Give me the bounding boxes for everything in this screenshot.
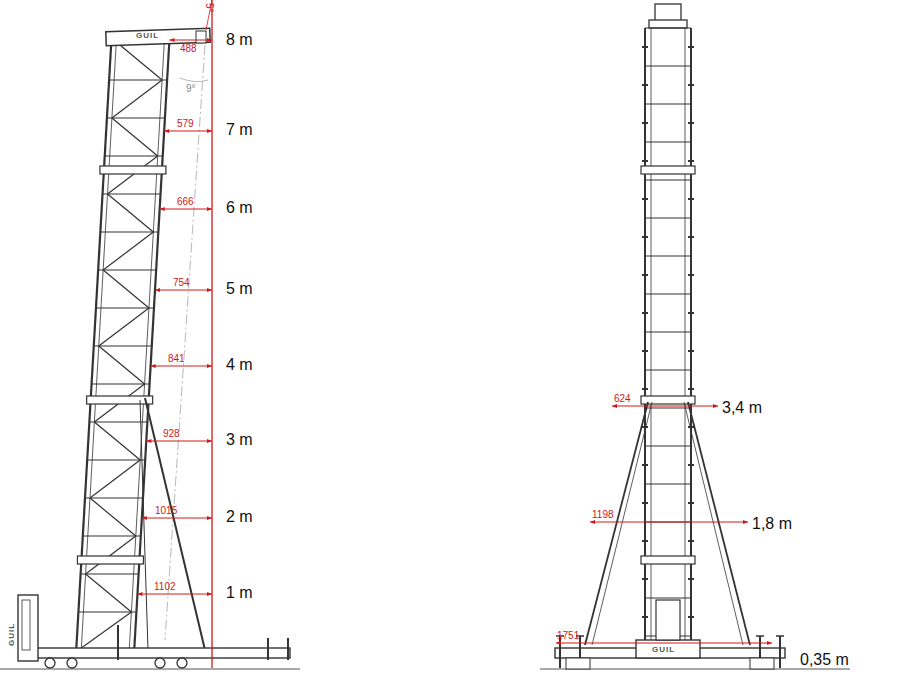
dimension-line	[169, 40, 212, 41]
height-level: 3 m	[226, 432, 253, 448]
dimension-line	[137, 594, 212, 595]
dimension-value: 579	[177, 119, 194, 129]
height-level: 2 m	[226, 509, 253, 525]
height-level: 1 m	[226, 585, 253, 601]
height-level: 5 m	[226, 281, 253, 297]
dimension-line	[151, 366, 212, 367]
dimension-line	[164, 131, 212, 132]
dimension-value: 1198	[592, 510, 614, 520]
side-view	[18, 0, 290, 668]
brand-logo: GUIL	[136, 32, 159, 40]
reference-line	[211, 0, 212, 668]
dimension-value: 488	[180, 44, 197, 54]
dimension-line	[556, 643, 772, 644]
height-level: 0,35 m	[800, 652, 849, 668]
dimension-line	[146, 441, 212, 442]
dimension-value: 1102	[154, 582, 176, 592]
height-level: 6 m	[226, 200, 253, 216]
front-view	[555, 4, 785, 669]
dimension-line	[612, 406, 718, 407]
brand-logo: GUIL	[652, 646, 675, 654]
height-level: 8 m	[226, 32, 253, 48]
height-level: 1,8 m	[752, 516, 792, 532]
ground-line	[0, 669, 300, 670]
brand-logo: GUIL	[8, 623, 16, 646]
height-level: 7 m	[226, 122, 253, 138]
dimension-value: 754	[173, 278, 190, 288]
dimension-line	[590, 522, 748, 523]
angle-value: 9°	[186, 84, 196, 94]
dimension-value: 1015	[155, 506, 177, 516]
angle-value: 5°	[204, 3, 214, 13]
height-level: 3,4 m	[722, 400, 762, 416]
dimension-line	[142, 518, 212, 519]
height-level: 4 m	[226, 357, 253, 373]
dimension-line	[155, 290, 212, 291]
dimension-value: 841	[168, 354, 185, 364]
dimension-value: 928	[163, 429, 180, 439]
dimension-value: 624	[614, 394, 631, 404]
dimension-value: 1751	[557, 631, 579, 641]
dimension-line	[160, 209, 212, 210]
dimension-value: 666	[177, 197, 194, 207]
